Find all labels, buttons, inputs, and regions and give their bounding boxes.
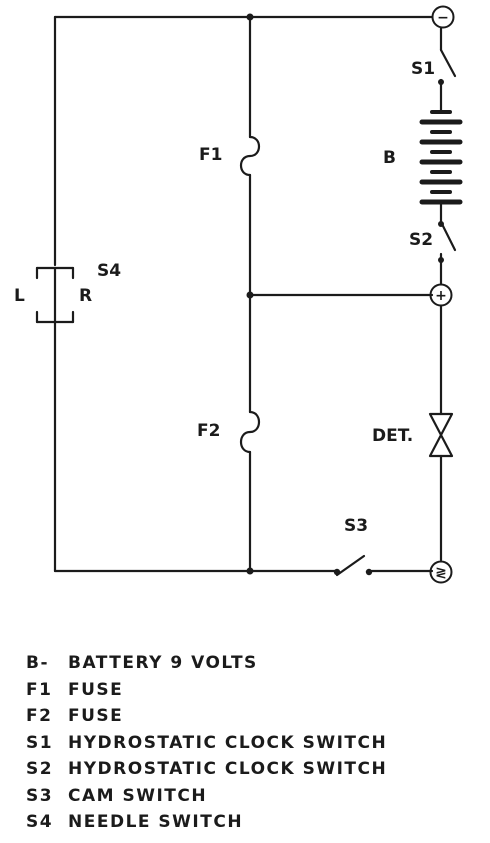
positive-terminal-sign: +: [435, 288, 447, 304]
legend-row: F2 FUSE: [26, 703, 466, 730]
legend-key: S1: [26, 732, 54, 753]
label-b: B: [383, 148, 396, 168]
legend-key: F1: [26, 679, 53, 700]
legend-key: S2: [26, 759, 54, 779]
legend-row: S3 CAM SWITCH: [26, 783, 466, 810]
label-det: DET.: [372, 426, 413, 446]
label-s1: S1: [411, 59, 435, 79]
legend-text: FUSE: [68, 706, 124, 726]
ground-terminal: ≷: [429, 560, 453, 584]
junction-dot: [246, 13, 254, 21]
label-f1: F1: [199, 145, 222, 165]
switch-s1-symbol: [438, 48, 457, 85]
positive-terminal: +: [429, 283, 453, 307]
switch-s3-symbol: [333, 554, 373, 577]
detonator-symbol: [428, 412, 454, 458]
legend-key: F2: [26, 706, 53, 726]
negative-terminal: −: [431, 5, 455, 29]
legend-text: HYDROSTATIC CLOCK SWITCH: [68, 732, 388, 753]
legend-row: S1 HYDROSTATIC CLOCK SWITCH: [26, 730, 466, 757]
label-s3: S3: [344, 516, 368, 536]
battery-b-symbol: [419, 110, 463, 205]
legend-row: B- BATTERY 9 VOLTS: [26, 650, 466, 677]
legend-text: NEEDLE SWITCH: [68, 812, 244, 832]
switch-s2-symbol: [438, 220, 457, 252]
label-r: R: [79, 286, 92, 306]
needle-switch-s4-symbol: [35, 266, 75, 324]
legend-text: HYDROSTATIC CLOCK SWITCH: [68, 759, 388, 779]
legend-text: BATTERY 9 VOLTS: [68, 653, 258, 673]
legend-text: CAM SWITCH: [68, 785, 208, 806]
label-s4: S4: [97, 261, 121, 281]
legend-text: FUSE: [68, 679, 124, 700]
legend-row: S4 NEEDLE SWITCH: [26, 809, 466, 836]
negative-terminal-sign: −: [437, 10, 449, 26]
legend-key: B-: [26, 653, 50, 673]
label-l: L: [14, 286, 25, 306]
label-s2: S2: [409, 230, 433, 250]
fuse-f1-symbol: [239, 135, 261, 177]
label-f2: F2: [197, 421, 220, 441]
legend-key: S4: [26, 812, 54, 832]
legend-key: S3: [26, 785, 54, 806]
junction-dot: [246, 567, 254, 575]
fuse-f2-symbol: [239, 410, 261, 454]
ground-terminal-sign: ≷: [435, 565, 447, 581]
junction-dot: [246, 291, 254, 299]
legend-row: S2 HYDROSTATIC CLOCK SWITCH: [26, 756, 466, 783]
legend-row: F1 FUSE: [26, 677, 466, 704]
